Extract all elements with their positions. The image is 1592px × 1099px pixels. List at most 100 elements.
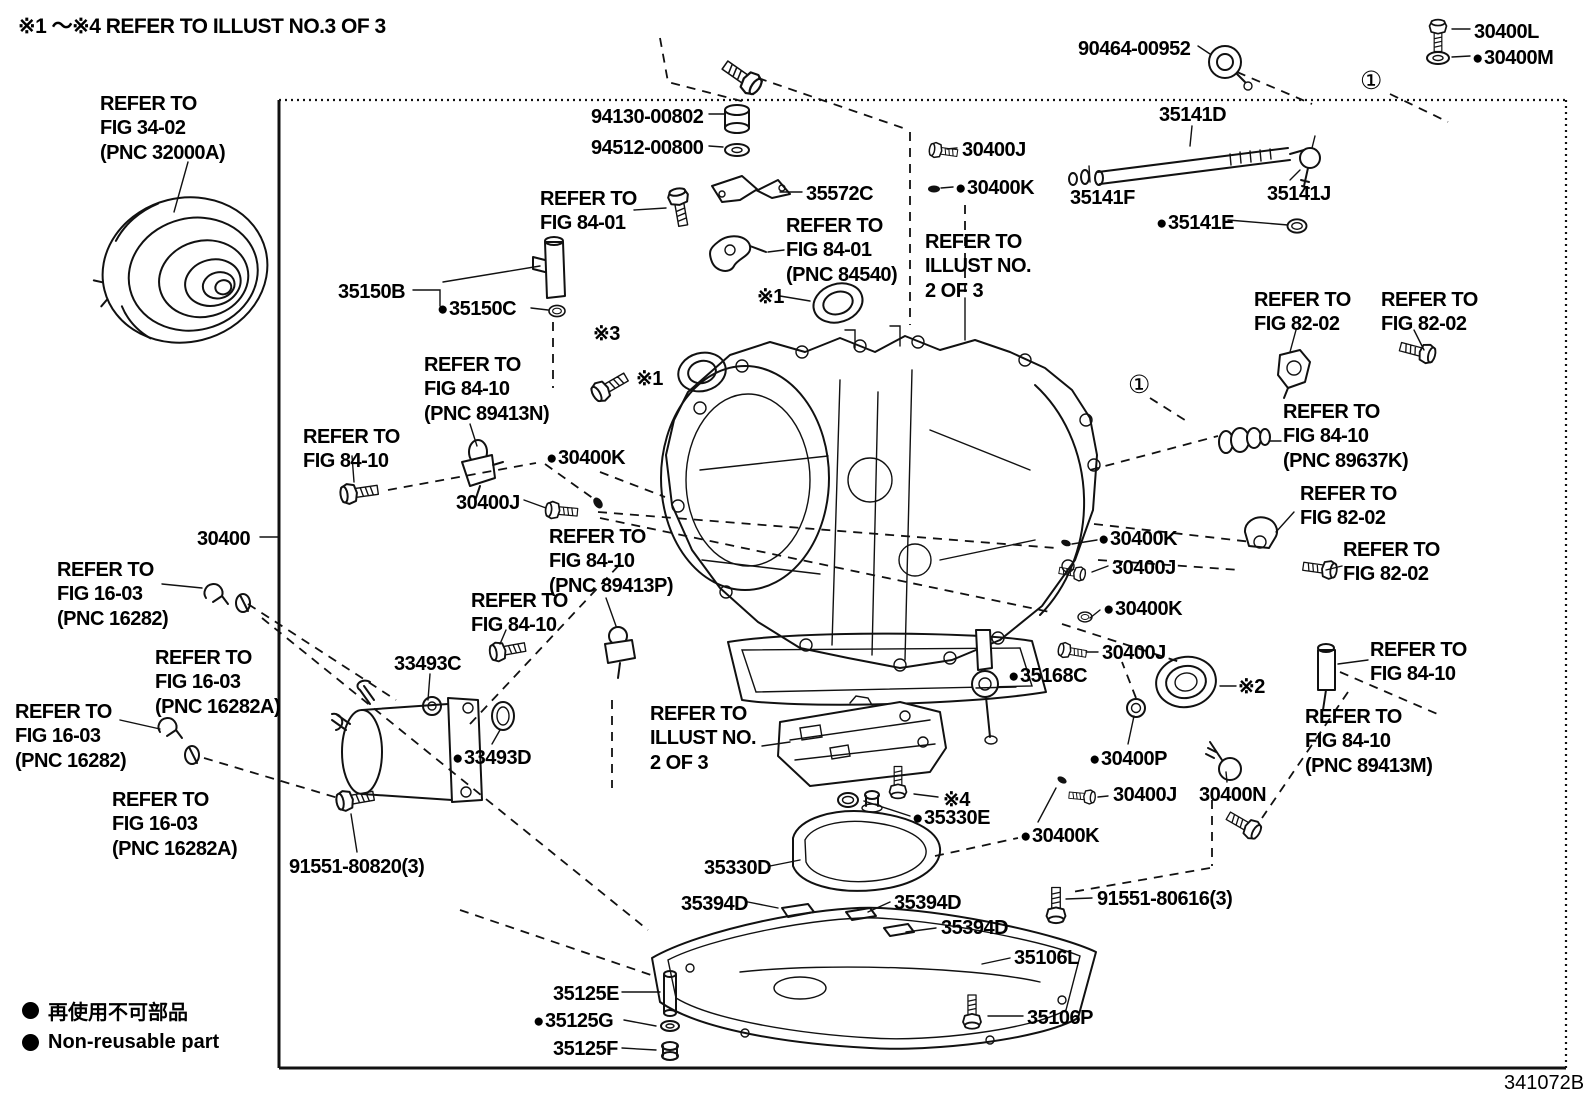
- bolt-star1-top: [717, 54, 767, 99]
- dowel-30400K-r2: [1077, 611, 1093, 623]
- nut-30400M: [1426, 51, 1450, 65]
- part-label-fig82-02-b: REFER TO FIG 82-02: [1381, 288, 1478, 337]
- part-label-94512-00800: 94512-00800: [591, 136, 704, 160]
- part-label-35394D-a: 35394D: [681, 892, 749, 916]
- part-label-35125F: 35125F: [553, 1037, 618, 1061]
- part-label-text: REFER TO FIG 16-03 (PNC 16282A): [155, 647, 281, 718]
- part-label-text: REFER TO FIG 82-02: [1343, 539, 1440, 586]
- part-label-text: 30400J: [1112, 557, 1176, 579]
- part-label-text: 35150C: [448, 298, 517, 320]
- part-label-star1-mid: ※1: [636, 367, 663, 391]
- part-label-30400K-bot: ●30400K: [1020, 824, 1100, 848]
- part-label-fig16-03-b: REFER TO FIG 16-03 (PNC 16282A): [155, 646, 281, 719]
- part-label-text: 35141D: [1159, 104, 1227, 126]
- part-label-text: 94130-00802: [591, 106, 704, 128]
- sensor-84-10-right: [1317, 643, 1336, 711]
- part-label-text: REFER TO FIG 16-03 (PNC 16282): [15, 701, 127, 772]
- part-label-star3: ※3: [593, 322, 620, 346]
- oil-strainer: [792, 790, 942, 892]
- bolt-30400J-r2: [1056, 640, 1089, 663]
- bracket-35572C: [711, 175, 791, 203]
- part-label-text: 35150B: [338, 281, 406, 303]
- hose-clips: [157, 583, 251, 765]
- oil-seal-star1-mid: [677, 351, 727, 393]
- solenoid-35150B: [532, 236, 566, 299]
- leader-lines: [119, 28, 1471, 1051]
- non-reusable-dot: ●: [1098, 529, 1109, 550]
- part-label-text: REFER TO FIG 16-03 (PNC 16282): [57, 559, 169, 630]
- part-label-fig84-10-a: REFER TO FIG 84-10: [303, 425, 400, 474]
- part-label-35394D-b: 35394D: [894, 891, 962, 915]
- part-label-fig84-10-c: REFER TO FIG 84-10: [1370, 638, 1467, 687]
- part-label-text: 35125E: [553, 983, 619, 1005]
- bolt-star3: [587, 367, 632, 406]
- bolt-fig84-01: [665, 185, 695, 229]
- oil-pan-gasket: [727, 632, 1047, 706]
- bolt-30400J-top: [927, 141, 960, 162]
- part-label-text: 35106L: [1014, 947, 1079, 969]
- sensor-89413N: [461, 439, 504, 499]
- bolt-30400J-left: [544, 500, 579, 522]
- part-label-30400K-top: ●30400K: [955, 176, 1035, 200]
- part-label-text: REFER TO FIG 82-02: [1381, 289, 1478, 336]
- non-reusable-dot: ●: [1472, 48, 1483, 69]
- oring-35150C: [548, 304, 566, 318]
- part-label-text: 35141F: [1070, 187, 1135, 209]
- part-label-35572C: 35572C: [806, 182, 874, 206]
- part-label-fig84-01-a: REFER TO FIG 84-01: [540, 187, 637, 236]
- ball-30400N: [1205, 741, 1242, 781]
- part-label-30400K-r2: ●30400K: [1103, 597, 1183, 621]
- part-label-text: 30400N: [1199, 784, 1267, 806]
- part-label-star2: ※2: [1238, 675, 1265, 699]
- part-label-30400N: 30400N: [1199, 783, 1267, 807]
- part-label-text: 30400K: [1109, 528, 1178, 550]
- grommet-94130: [724, 104, 750, 134]
- part-label-text: REFER TO FIG 82-02: [1300, 483, 1397, 530]
- bolt-fig84-10-a: [338, 478, 381, 506]
- part-label-text: 91551-80820(3): [289, 856, 425, 878]
- part-label-35141D: 35141D: [1159, 103, 1227, 127]
- oring-35141E: [1286, 218, 1308, 234]
- part-label-text: REFER TO ILLUST NO. 2 OF 3: [925, 231, 1032, 302]
- part-label-33493D: ●33493D: [452, 746, 532, 770]
- part-label-35141F: 35141F: [1070, 186, 1135, 210]
- part-label-30400J-top: 30400J: [962, 138, 1026, 162]
- part-label-fig34-02: REFER TO FIG 34-02 (PNC 32000A): [100, 92, 226, 165]
- part-label-fig84-10-n: REFER TO FIG 84-10 (PNC 89413N): [424, 353, 550, 426]
- part-label-text: REFER TO FIG 82-02: [1254, 289, 1351, 336]
- part-label-30400K-left: ●30400K: [546, 446, 626, 470]
- part-label-91551-80616: 91551-80616(3): [1097, 887, 1233, 911]
- part-label-fig82-02-c: REFER TO FIG 82-02: [1300, 482, 1397, 531]
- part-label-30400J-left: 30400J: [456, 491, 520, 515]
- part-label-illust-2of3-b: REFER TO ILLUST NO. 2 OF 3: [650, 702, 757, 775]
- washer-35125G: [660, 1020, 680, 1032]
- part-label-text: REFER TO FIG 84-10 (PNC 89413N): [424, 354, 550, 425]
- part-label-fig84-10-m: REFER TO FIG 84-10 (PNC 89413M): [1305, 705, 1433, 778]
- non-reusable-dot: ●: [955, 178, 966, 199]
- part-label-text: REFER TO FIG 84-10 (PNC 89637K): [1283, 401, 1409, 472]
- part-label-35125E: 35125E: [553, 982, 619, 1006]
- part-label-text: ※1: [636, 368, 663, 390]
- part-label-35168C: ●35168C: [1008, 664, 1088, 688]
- part-label-35125G: ●35125G: [533, 1009, 614, 1033]
- part-label-text: REFER TO FIG 84-10 (PNC 89413P): [549, 526, 674, 597]
- part-label-35141E: ●35141E: [1156, 211, 1234, 235]
- part-label-30400K-r1: ●30400K: [1098, 527, 1178, 551]
- part-label-star4: ※4: [943, 788, 970, 812]
- part-label-94130-00802: 94130-00802: [591, 105, 704, 129]
- part-label-circled-1-mid: ①: [1128, 370, 1150, 401]
- small-gaskets: [781, 903, 915, 937]
- part-label-35330E: ●35330E: [912, 806, 990, 830]
- part-label-fig84-10-b: REFER TO FIG 84-10: [471, 589, 568, 638]
- pin-30400K-left: [593, 497, 603, 509]
- part-label-text: 33493D: [463, 747, 532, 769]
- part-label-text: 35125F: [553, 1038, 618, 1060]
- part-label-text: 30400J: [1102, 642, 1166, 664]
- non-reusable-dot: ●: [1008, 666, 1019, 687]
- non-reusable-dot: ●: [452, 748, 463, 769]
- header-note: ※1 ～※4 REFER TO ILLUST NO.3 OF 3: [18, 15, 386, 38]
- part-label-text: ①: [1128, 371, 1150, 399]
- non-reusable-dot: ●: [546, 448, 557, 469]
- part-label-30400J-r1: 30400J: [1112, 556, 1176, 580]
- part-label-fig16-03-c: REFER TO FIG 16-03 (PNC 16282): [15, 700, 127, 773]
